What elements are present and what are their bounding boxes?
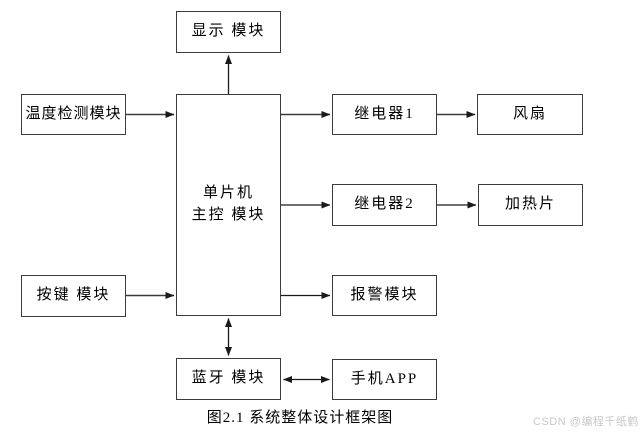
node-display-module: 显示 模块 <box>176 11 281 53</box>
node-label: 按键 模块 <box>36 287 111 304</box>
node-label: 单片机 主控 模块 <box>191 185 266 223</box>
node-label: 温度检测模块 <box>25 105 122 122</box>
csdn-watermark: CSDN @编程千纸鹤 <box>533 416 639 428</box>
node-button-module: 按键 模块 <box>21 275 126 317</box>
node-label: 报警模块 <box>350 286 419 303</box>
node-alarm-module: 报警模块 <box>332 275 437 316</box>
node-heating-plate: 加热片 <box>478 184 583 226</box>
node-label: 加热片 <box>504 196 556 213</box>
node-relay-1: 继电器1 <box>332 94 437 135</box>
node-mcu-main-control-module: 单片机 主控 模块 <box>176 94 281 316</box>
node-fan: 风扇 <box>477 94 583 135</box>
figure-caption: 图2.1 系统整体设计框架图 <box>206 410 394 426</box>
node-label: 继电器1 <box>354 105 415 122</box>
node-phone-app: 手机APP <box>332 359 437 400</box>
node-bluetooth-module: 蓝牙 模块 <box>176 358 281 400</box>
node-label: 继电器2 <box>354 196 415 213</box>
node-label: 风扇 <box>512 105 547 122</box>
node-label: 显示 模块 <box>191 23 266 40</box>
node-label: 手机APP <box>350 370 419 387</box>
node-temperature-detection-module: 温度检测模块 <box>21 94 126 135</box>
node-label: 蓝牙 模块 <box>191 370 266 387</box>
node-relay-2: 继电器2 <box>332 184 437 226</box>
